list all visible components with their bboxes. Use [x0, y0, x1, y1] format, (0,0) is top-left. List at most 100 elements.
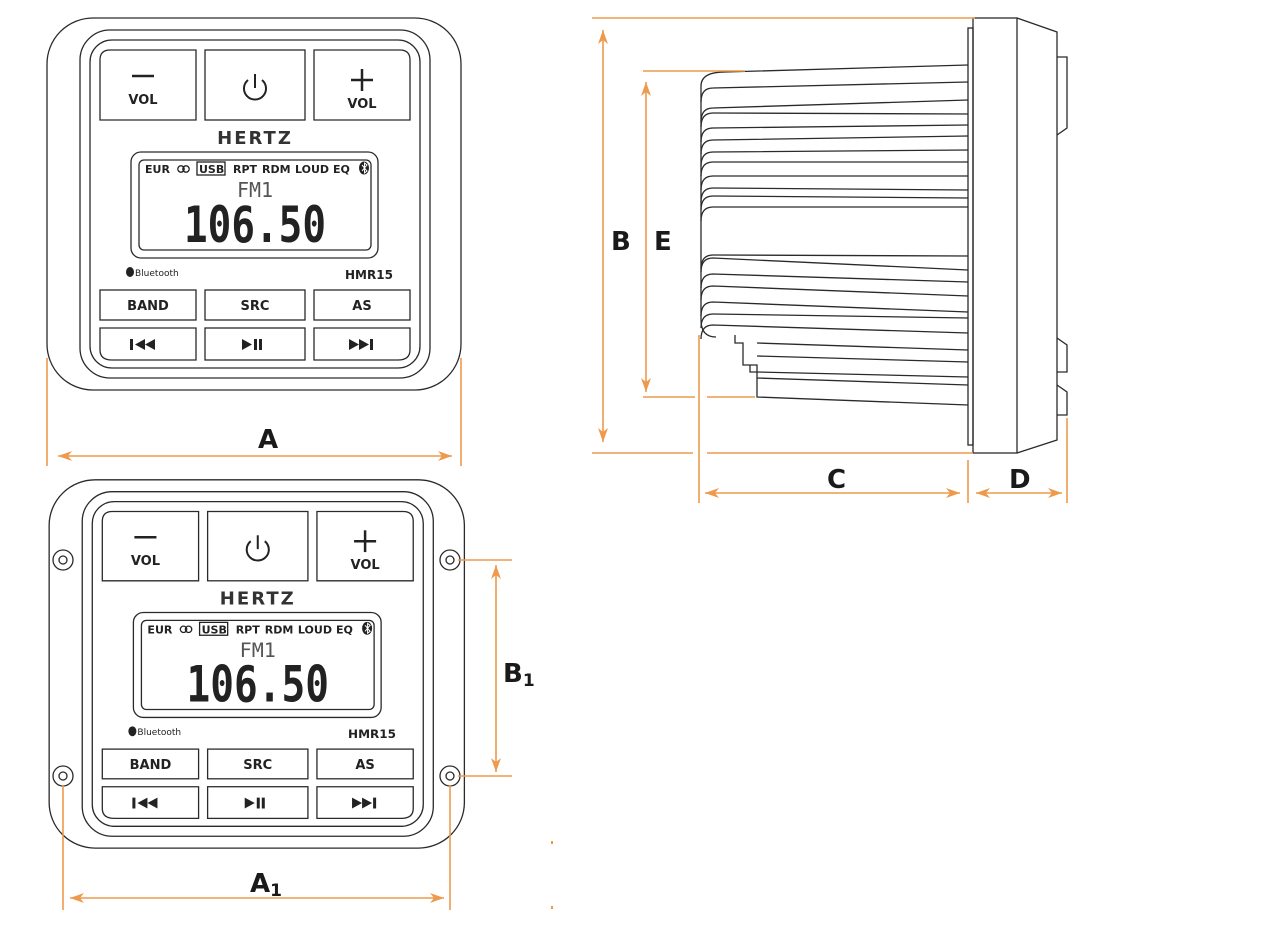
- volume-label: VOL: [347, 97, 376, 112]
- heatsink-fin: [700, 257, 969, 273]
- band-button: BAND: [99, 289, 197, 321]
- outer-housing: [48, 479, 466, 849]
- dimension-c-arrow: [705, 488, 960, 498]
- previous-track-icon: [132, 797, 158, 809]
- heatsink-fin: [700, 273, 969, 289]
- band-button-label: BAND: [127, 299, 169, 314]
- arrowhead: [598, 428, 608, 442]
- band-display: FM1: [237, 178, 273, 202]
- arrowhead: [491, 758, 501, 772]
- heatsink-outline: [700, 86, 717, 338]
- dimension-b1-arrow: [491, 565, 501, 772]
- heatsink-fins: [700, 64, 969, 340]
- source-button: SRC: [204, 289, 306, 321]
- volume-up-button: VOL: [316, 510, 414, 582]
- dimension-label-b1: B1: [503, 659, 535, 691]
- arrowhead: [641, 378, 651, 392]
- bluetooth-icon: [359, 161, 369, 175]
- rear-connector-block: [734, 335, 969, 406]
- indicator-usb: USB: [199, 163, 224, 176]
- dimension-label-b: B: [611, 227, 631, 257]
- dimension-label-e: E: [654, 227, 672, 257]
- power-icon: [245, 535, 270, 562]
- frequency-display: 106.50: [184, 196, 326, 254]
- dimension-label-d: D: [1009, 465, 1031, 495]
- mounting-hole-boss: [439, 549, 461, 571]
- arrowhead: [58, 451, 72, 461]
- stereo-icon: [179, 625, 193, 634]
- previous-track-icon: [130, 339, 155, 350]
- next-track-button: [316, 786, 414, 820]
- next-track-icon: [352, 797, 377, 809]
- power-icon: [243, 74, 267, 101]
- indicator-rdm: RDM: [262, 163, 291, 176]
- indicator-rdm: RDM: [265, 623, 294, 636]
- side-view-unit: [700, 17, 1068, 454]
- mounting-hole: [58, 771, 68, 781]
- mounting-hole: [58, 555, 68, 565]
- indicator-loud: LOUD: [295, 163, 329, 176]
- heatsink-fin: [700, 285, 969, 301]
- indicator-rpt: RPT: [236, 623, 261, 636]
- next-track-button: [313, 327, 411, 361]
- heatsink-fin: [700, 149, 969, 167]
- band-display: FM1: [240, 639, 276, 662]
- bluetooth-label: Bluetooth: [135, 269, 179, 279]
- source-button-label: SRC: [241, 299, 270, 314]
- bluetooth-logo: Bluetooth: [128, 726, 181, 738]
- bluetooth-logo: Bluetooth: [126, 267, 179, 279]
- auto-store-button: AS: [313, 289, 411, 321]
- indicator-eur: EUR: [147, 623, 173, 636]
- arrowhead: [976, 488, 990, 498]
- heatsink-fin: [700, 206, 968, 222]
- source-button: SRC: [206, 748, 309, 780]
- source-button-label: SRC: [243, 758, 272, 773]
- arrowhead: [491, 565, 501, 579]
- volume-label: VOL: [131, 554, 160, 569]
- indicator-eq: EQ: [333, 163, 350, 176]
- volume-up-button: VOL: [313, 49, 411, 121]
- heatsink-fin: [700, 195, 969, 211]
- auto-store-button: AS: [316, 748, 414, 780]
- bluetooth-label: Bluetooth: [137, 728, 181, 738]
- auto-store-button-label: AS: [355, 758, 374, 773]
- arrowhead: [70, 893, 84, 903]
- model-number: HMR15: [345, 268, 393, 282]
- band-button: BAND: [101, 748, 200, 780]
- bezel-taper: [1016, 17, 1058, 454]
- bluetooth-icon: [362, 621, 373, 635]
- indicator-eq: EQ: [336, 623, 353, 636]
- arrowhead: [598, 30, 608, 44]
- heatsink-fin: [700, 161, 968, 177]
- arrowhead: [946, 488, 960, 498]
- rear-tab: [1056, 56, 1068, 136]
- dimension-label-c: C: [827, 465, 846, 495]
- play-pause-button: [204, 327, 306, 361]
- heatsink-fin: [700, 324, 969, 340]
- heatsink-fin: [700, 254, 969, 270]
- plus-icon: [354, 530, 377, 553]
- arrowhead: [705, 488, 719, 498]
- rear-tab: [1056, 384, 1068, 416]
- outer-housing: [46, 17, 462, 391]
- stray-mark: [551, 841, 553, 844]
- dimension-e-arrow: [641, 82, 651, 392]
- previous-track-button: [99, 327, 197, 361]
- heatsink-fin: [700, 64, 969, 87]
- usb-indicator-box: [196, 161, 226, 176]
- model-number: HMR15: [348, 727, 396, 741]
- dimension-label-a1: A1: [250, 869, 282, 901]
- play-pause-icon: [242, 339, 262, 350]
- indicator-eur: EUR: [145, 163, 170, 176]
- mounting-hole: [445, 555, 455, 565]
- heatsink-fin: [700, 187, 969, 203]
- volume-down-button: VOL: [101, 510, 200, 582]
- dimension-b-arrow: [598, 30, 608, 442]
- bezel: [81, 491, 434, 837]
- usb-indicator-box: [198, 621, 229, 636]
- band-button-label: BAND: [130, 758, 172, 773]
- frequency-display: 106.50: [187, 656, 329, 714]
